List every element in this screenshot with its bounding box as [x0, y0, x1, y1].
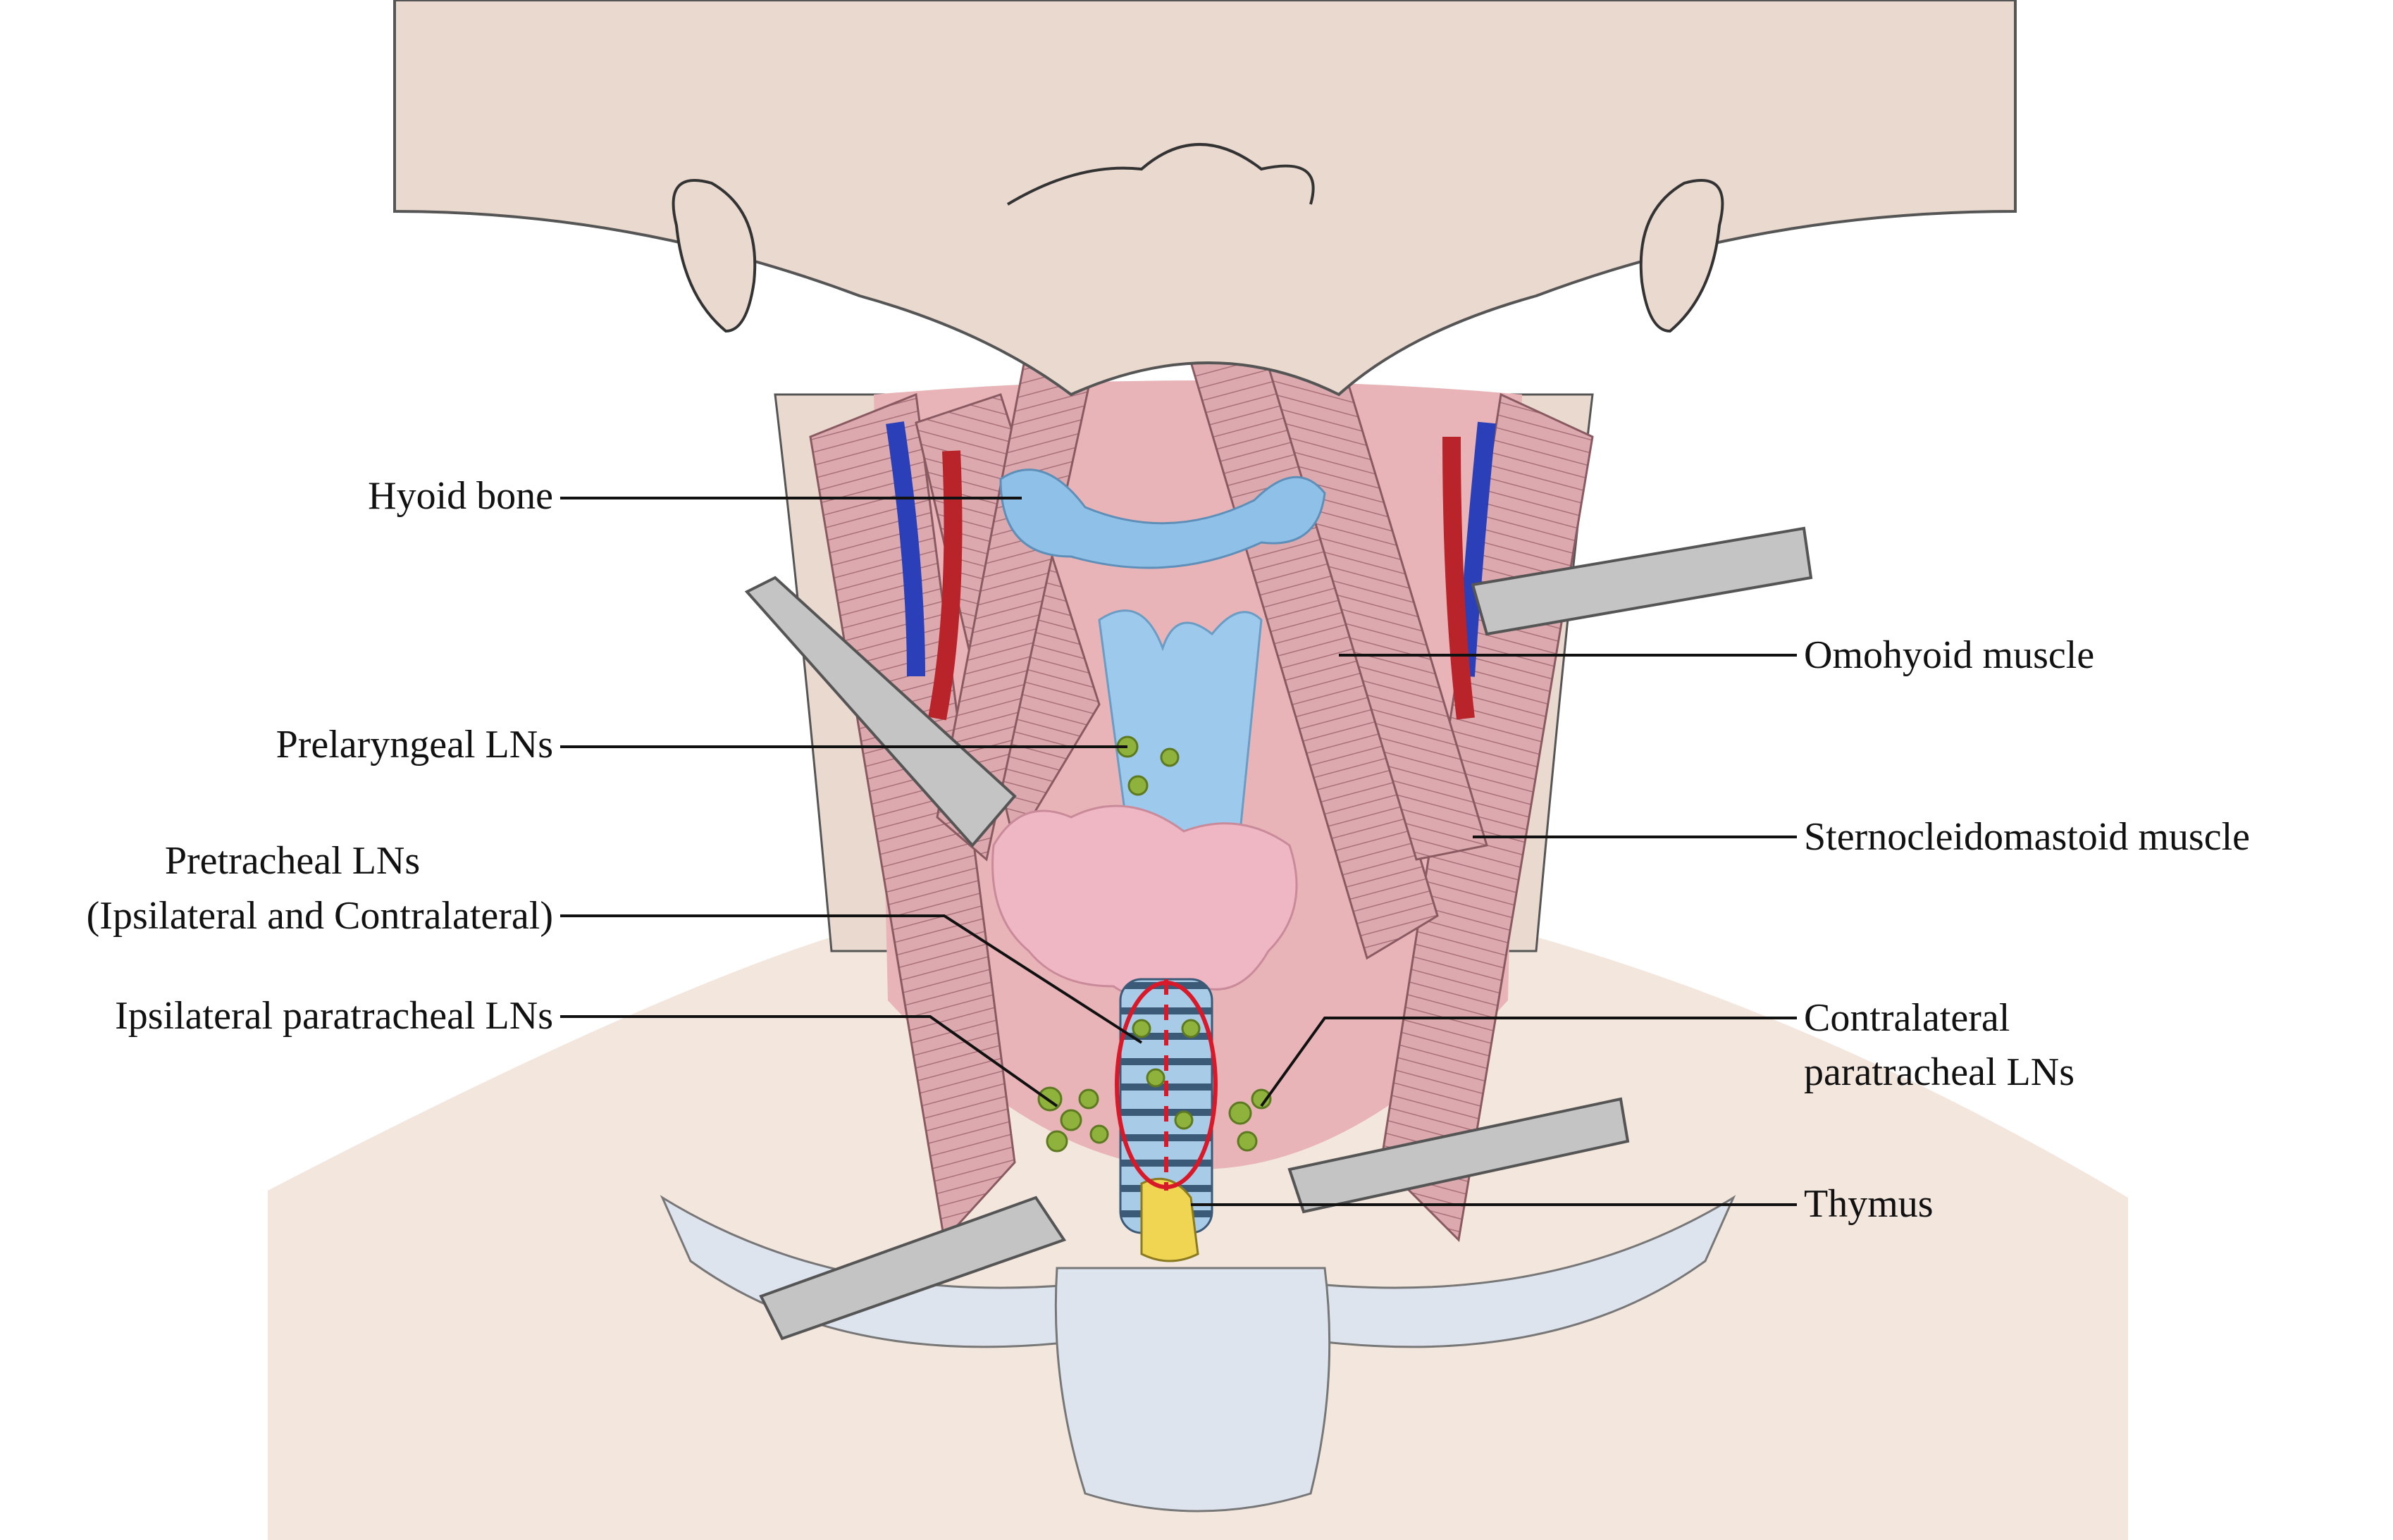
ear-left	[672, 179, 757, 333]
artery-right	[1442, 436, 1475, 720]
thyroid-gland	[991, 805, 1298, 1002]
label-sternocleidomastoid-muscle: Sternocleidomastoid muscle	[1804, 815, 2250, 859]
label-thymus: Thymus	[1804, 1182, 1934, 1226]
label-contralateral-paratracheal-lns-2: paratracheal LNs	[1804, 1050, 2074, 1094]
label-prelaryngeal-lns: Prelaryngeal LNs	[276, 723, 553, 766]
hyoid-bone	[999, 468, 1326, 569]
lymph-nodes	[1037, 735, 1272, 1153]
artery-left	[928, 450, 963, 721]
label-pretracheal-lns-sub: (Ipsilateral and Contralateral)	[87, 894, 553, 938]
label-omohyoid-muscle: Omohyoid muscle	[1804, 633, 2094, 677]
ear-right	[1639, 179, 1724, 333]
chin	[393, 0, 2017, 397]
sternum	[1054, 1267, 1331, 1513]
label-pretracheal-lns: Pretracheal LNs	[165, 839, 420, 883]
leader-lines	[560, 497, 1797, 1206]
label-ipsilateral-paratracheal-lns: Ipsilateral paratracheal LNs	[115, 994, 553, 1038]
chin-crease	[1006, 143, 1315, 206]
vein-left	[886, 421, 925, 677]
shoulders	[268, 937, 2128, 1540]
label-contralateral-paratracheal-lns: Contralateral	[1804, 996, 2010, 1040]
muscle-left-outer	[809, 392, 1016, 1243]
retractors	[744, 526, 1813, 1341]
thymus	[1140, 1177, 1199, 1262]
label-hyoid-bone: Hyoid bone	[368, 474, 553, 518]
